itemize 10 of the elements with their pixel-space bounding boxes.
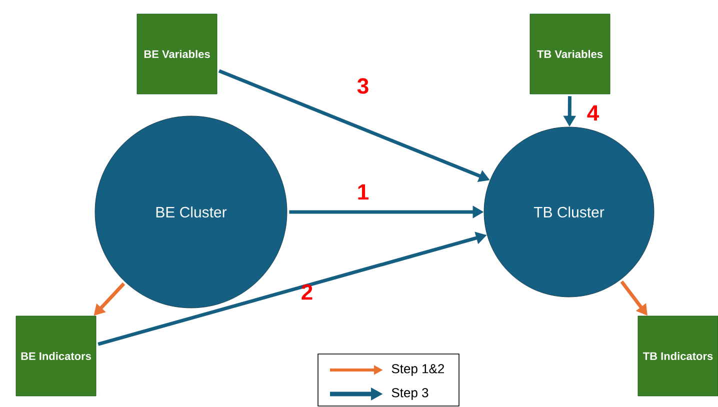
- step-number: 3: [357, 78, 368, 94]
- step-number: 4: [587, 105, 599, 121]
- variable-box: BE Indicators: [16, 316, 96, 396]
- step-number: 2: [302, 284, 312, 300]
- variable-box: BE Variables: [136, 14, 218, 94]
- variable-box: TB Indicators: [638, 316, 718, 396]
- variable-box: TB Variables: [530, 14, 610, 94]
- legend-label: Step 1&2: [392, 364, 444, 376]
- legend-label: Step 3: [392, 388, 428, 400]
- step-number: 1: [358, 184, 368, 200]
